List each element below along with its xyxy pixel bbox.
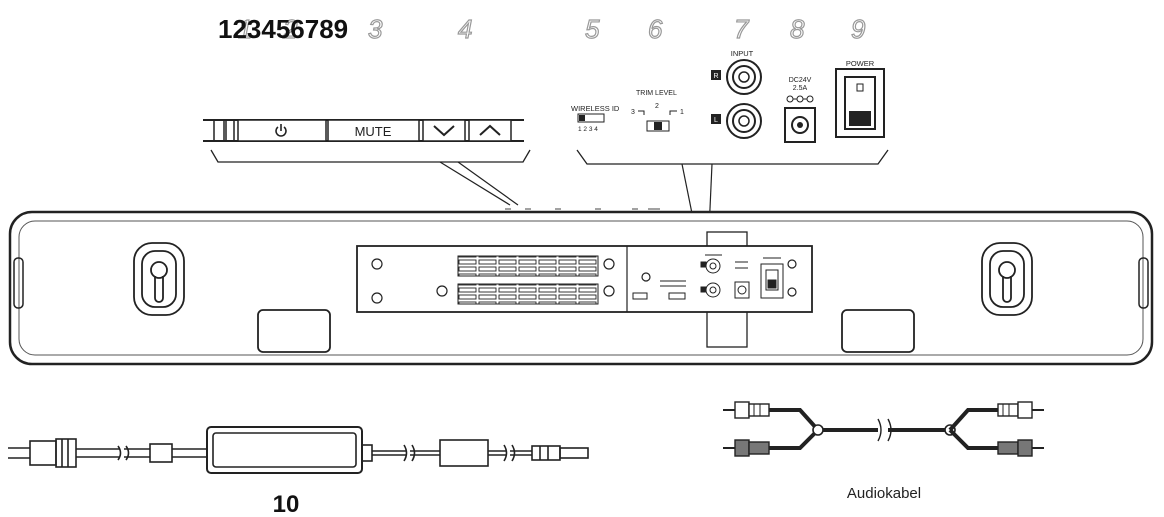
callout-4: 4: [458, 14, 472, 44]
wireless-id-label: WIRELESS ID: [571, 104, 620, 113]
top-button-strip: MUTE: [203, 119, 531, 206]
rca-input-left-jack[interactable]: [726, 103, 762, 139]
trim-level-label: TRIM LEVEL: [636, 90, 677, 97]
power-on-mark: [856, 83, 864, 92]
volume-up-button[interactable]: [468, 119, 512, 142]
power-button[interactable]: [237, 119, 327, 142]
power-adapter: [8, 426, 589, 474]
power-icon: [275, 124, 287, 137]
callout-7: 7: [734, 14, 750, 44]
trim-level-2: 2: [655, 103, 659, 110]
rca-input-right-jack[interactable]: [726, 59, 762, 95]
wireless-id-switch[interactable]: [577, 113, 605, 123]
vent-slots: [457, 255, 599, 305]
callout-1: 1: [238, 14, 252, 44]
callout-5: 5: [585, 14, 600, 44]
power-adapter-number: 10: [273, 491, 300, 517]
mini-connector-block: [632, 254, 784, 300]
svg-text:L: L: [714, 117, 718, 124]
callout-8: 8: [790, 14, 805, 44]
callout-2: 2: [282, 14, 298, 44]
dc-rating-line1: DC24V: [789, 77, 812, 84]
callout-overlay-numbers: 123456789: [218, 14, 348, 44]
trim-level-1: 1: [680, 109, 684, 116]
chevron-down-icon: [433, 125, 455, 137]
polarity-icon: [786, 95, 814, 103]
foot-right: [841, 309, 915, 353]
wall-mount-hole-right: [981, 242, 1033, 316]
input-r-badge: R: [711, 70, 721, 80]
volume-down-button[interactable]: [422, 119, 466, 142]
callout-numbers: 1 2 3 4 5 6 7 8 9: [237, 13, 866, 44]
foot-left: [257, 309, 331, 353]
input-label: INPUT: [731, 49, 754, 58]
wireless-id-numbers: 1 2 3 4: [578, 126, 598, 133]
rear-panel-detail: WIRELESS ID 1 2 3 4 TRIM LEVEL 3 2 1 INP…: [571, 49, 889, 254]
mute-label: MUTE: [355, 124, 392, 139]
audio-cable-label: Audiokabel: [847, 485, 921, 502]
power-switch-label: POWER: [846, 59, 875, 68]
trim-level-switch[interactable]: [646, 120, 670, 132]
callout-3: 3: [368, 14, 383, 44]
dc-rating-line2: 2.5A: [793, 85, 808, 92]
mute-button[interactable]: MUTE: [327, 119, 420, 142]
panel-screws: [371, 258, 797, 304]
wall-mount-hole-left: [133, 242, 185, 316]
callout-6: 6: [648, 14, 663, 44]
trim-level-3: 3: [631, 109, 635, 116]
callout-9: 9: [851, 14, 865, 44]
input-l-badge: L: [711, 114, 721, 124]
power-switch[interactable]: [835, 68, 885, 138]
dc-power-jack[interactable]: [784, 107, 816, 143]
chevron-up-icon: [479, 124, 501, 136]
soundbar-body: [8, 208, 1154, 366]
svg-text:R: R: [713, 73, 718, 80]
audio-cable: [723, 401, 1044, 457]
